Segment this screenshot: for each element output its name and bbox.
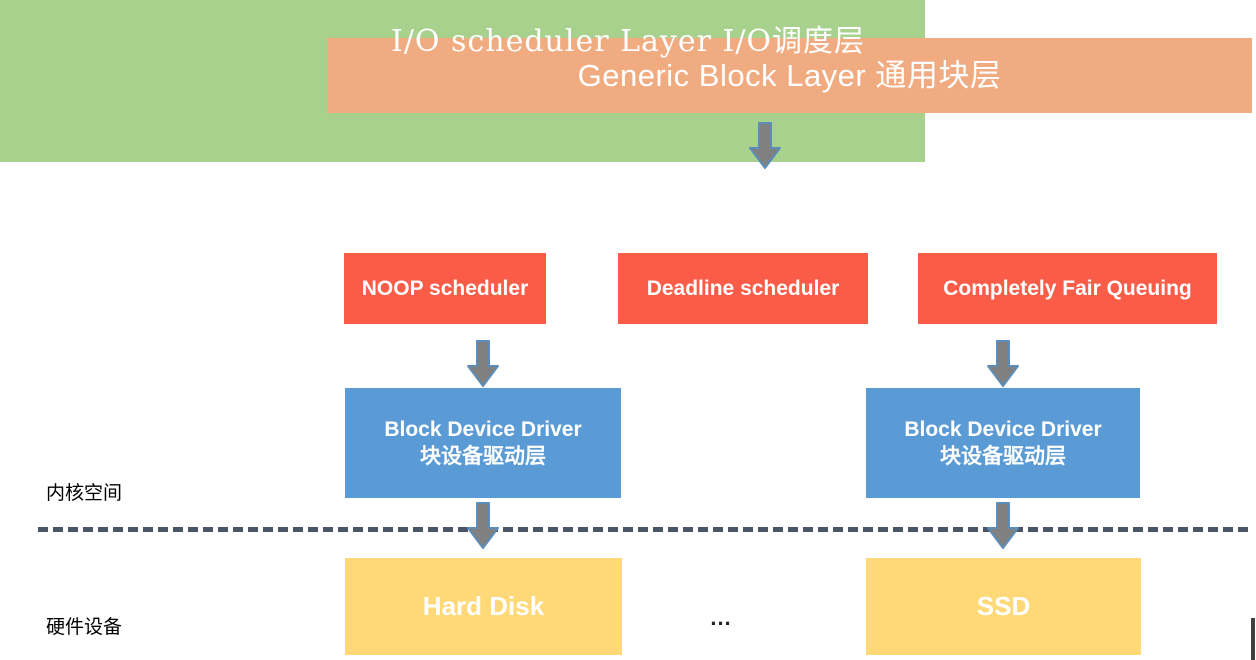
arrow-down-icon (466, 502, 500, 550)
page-edge-mark (1251, 618, 1255, 660)
hardware-hard-disk-label: Hard Disk (422, 591, 545, 621)
scheduler-deadline-label: Deadline scheduler (646, 276, 840, 300)
hardware-hard-disk-box: Hard Disk (345, 558, 622, 655)
arrow-down-icon (986, 340, 1020, 388)
hardware-ssd-box: SSD (866, 558, 1141, 655)
label-kernel-space: 内核空间 (46, 482, 123, 504)
scheduler-deadline-box[interactable]: Deadline scheduler (618, 253, 868, 324)
io-scheduler-layer-label: I/O scheduler Layer I/O调度层 (390, 24, 866, 59)
hardware-ssd-label: SSD (976, 591, 1031, 621)
block-device-driver-left-box: Block Device Driver 块设备驱动层 (345, 388, 621, 498)
arrow-down-icon (748, 122, 782, 170)
arrow-down-icon (986, 502, 1020, 550)
generic-block-layer-label: Generic Block Layer 通用块层 (577, 57, 1002, 93)
scheduler-noop-box[interactable]: NOOP scheduler (344, 253, 546, 324)
label-hardware-devices: 硬件设备 (46, 616, 123, 638)
scheduler-cfq-label: Completely Fair Queuing (943, 276, 1192, 300)
arrow-down-icon (466, 340, 500, 388)
block-device-driver-left-label-cn: 块设备驱动层 (420, 444, 546, 468)
block-device-driver-right-box: Block Device Driver 块设备驱动层 (866, 388, 1140, 498)
scheduler-cfq-box[interactable]: Completely Fair Queuing (918, 253, 1217, 324)
hardware-ellipsis: ... (710, 605, 732, 630)
block-device-driver-left-label-en: Block Device Driver (384, 417, 582, 441)
block-device-driver-right-label-cn: 块设备驱动层 (940, 444, 1066, 468)
kernel-hardware-divider (38, 527, 1248, 532)
block-device-driver-right-label-en: Block Device Driver (904, 417, 1102, 441)
scheduler-noop-label: NOOP scheduler (361, 276, 529, 300)
generic-block-layer-box: Generic Block Layer 通用块层 (327, 38, 1252, 113)
